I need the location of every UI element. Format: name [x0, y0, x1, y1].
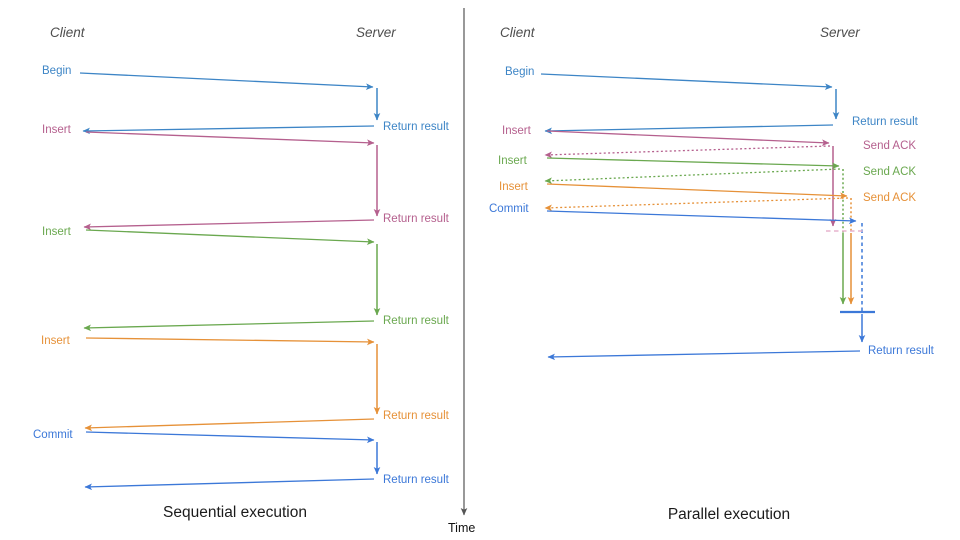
parallel-server-heading: Server — [820, 25, 860, 40]
par-insert1-ack-label: Send ACK — [863, 140, 916, 152]
par-insert2-label: Insert — [498, 155, 528, 167]
seq-insert1-request-line — [85, 131, 375, 147]
sequential-client-heading: Client — [50, 25, 86, 40]
sequential-panel: Client Server Begin Return result Insert… — [33, 25, 450, 521]
par-insert3-label: Insert — [499, 181, 529, 193]
seq-commit-label: Commit — [33, 429, 73, 441]
seq-begin-response-label: Return result — [383, 121, 450, 133]
parallel-panel: Client Server Begin Return result Insert… — [489, 25, 935, 523]
sequential-server-heading: Server — [356, 25, 396, 40]
parallel-client-heading: Client — [500, 25, 536, 40]
seq-commit-return-line — [84, 478, 375, 491]
par-insert1-request-line — [546, 130, 830, 146]
par-insert3-request-line — [546, 183, 848, 200]
time-axis: Time — [448, 8, 475, 535]
seq-commit-response-label: Return result — [383, 474, 450, 486]
sequential-caption: Sequential execution — [163, 504, 307, 521]
par-insert1-ack-line — [544, 145, 831, 159]
seq-insert2-response-label: Return result — [383, 315, 450, 327]
seq-commit-request-line — [85, 431, 375, 444]
par-begin-return-line — [544, 124, 834, 135]
seq-begin-request-line — [79, 72, 374, 90]
seq-insert3-response-label: Return result — [383, 410, 450, 422]
par-insert1-label: Insert — [502, 125, 532, 137]
par-begin-request-line — [540, 73, 833, 90]
seq-insert2-return-line — [83, 320, 375, 332]
seq-insert3-return-line — [84, 418, 375, 432]
seq-insert3-request-line — [85, 337, 375, 346]
par-final-return-line — [547, 350, 861, 361]
seq-insert1-response-label: Return result — [383, 213, 450, 225]
seq-insert3-label: Insert — [41, 335, 71, 347]
par-insert2-ack-label: Send ACK — [863, 166, 916, 178]
par-insert2-ack-line — [544, 168, 841, 185]
seq-insert1-return-line — [83, 219, 375, 231]
time-axis-label: Time — [448, 521, 475, 535]
seq-begin-return-line — [82, 125, 375, 135]
par-insert2-request-line — [546, 157, 840, 170]
par-final-response-label: Return result — [868, 345, 935, 357]
par-insert3-ack-label: Send ACK — [863, 192, 916, 204]
par-insert3-ack-line — [544, 197, 849, 212]
seq-begin-label: Begin — [42, 65, 71, 77]
seq-insert2-label: Insert — [42, 226, 72, 238]
parallel-caption: Parallel execution — [668, 506, 790, 523]
par-commit-label: Commit — [489, 203, 529, 215]
par-begin-response-label: Return result — [852, 116, 919, 128]
seq-insert1-label: Insert — [42, 124, 72, 136]
par-commit-request-line — [546, 210, 857, 225]
seq-insert2-request-line — [85, 229, 375, 246]
par-begin-label: Begin — [505, 66, 534, 78]
